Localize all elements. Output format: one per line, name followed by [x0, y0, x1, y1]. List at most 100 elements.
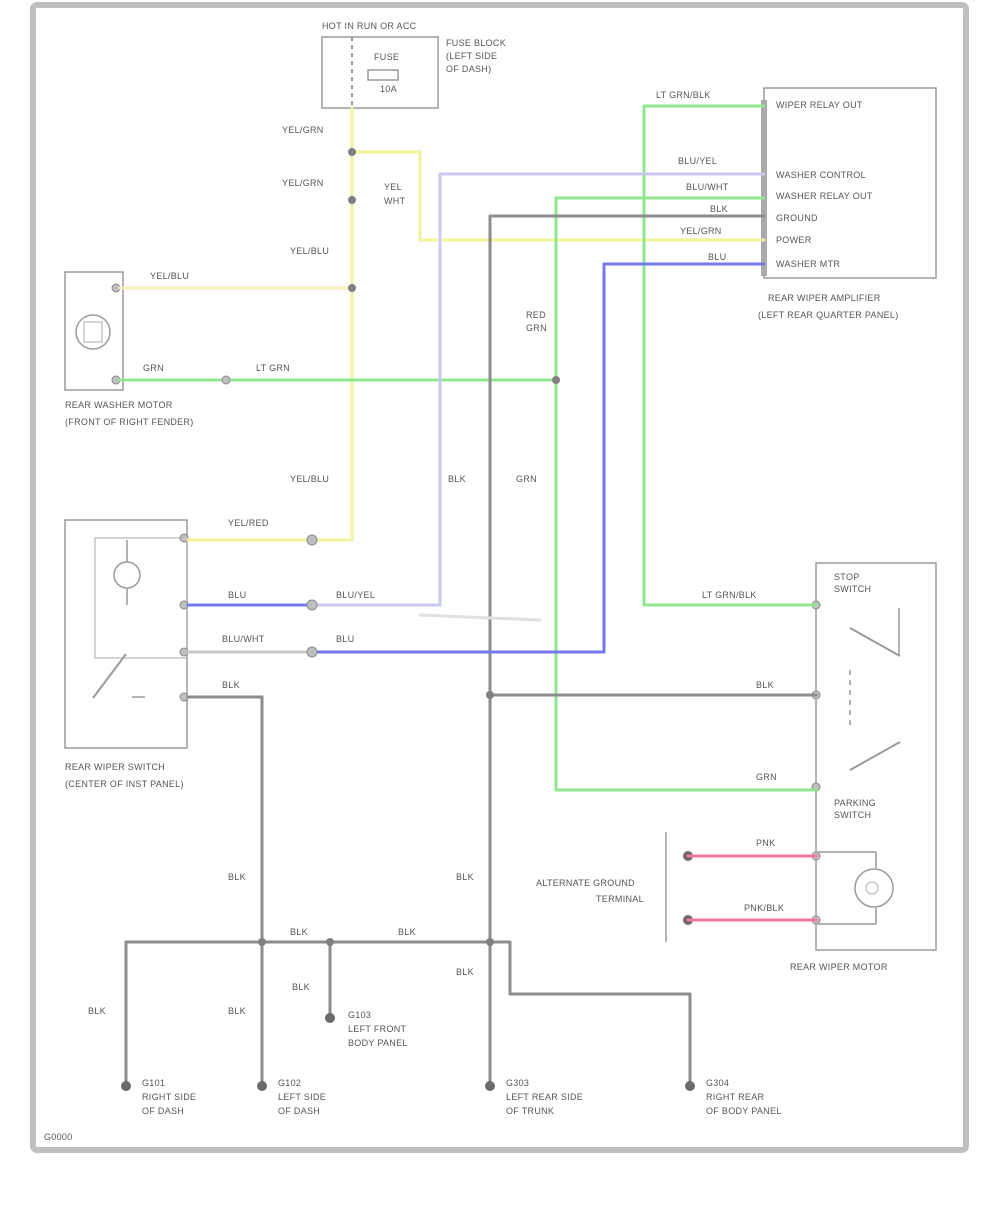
- wiper-switch-caption-1: REAR WIPER SWITCH: [65, 762, 165, 772]
- ground-g101-line1: RIGHT SIDE: [142, 1092, 196, 1102]
- diagram-frame: [30, 2, 969, 1153]
- wl-blk-sw: BLK: [222, 680, 240, 690]
- fuse-label: FUSE: [374, 52, 399, 62]
- wl-yel-split2: WHT: [384, 196, 406, 206]
- amp-terminal-3: WASHER RELAY OUT: [776, 191, 873, 201]
- splice-ground-2: [326, 938, 334, 946]
- wire-green-vertical: [554, 196, 818, 792]
- wl-amp-t6: BLU: [708, 252, 726, 262]
- ground-g303-id: G303: [506, 1078, 529, 1088]
- washer-motor-caption-2: (FRONT OF RIGHT FENDER): [65, 417, 194, 427]
- amp-terminal-4: GROUND: [776, 213, 818, 223]
- wl-blk-g6: BLK: [292, 982, 310, 992]
- wire-lightgreen-relay: [642, 104, 818, 607]
- wl-blk-g1: BLK: [228, 872, 246, 882]
- splice-ground-1: [258, 938, 266, 946]
- fuse-block-header: HOT IN RUN OR ACC: [322, 21, 417, 31]
- fuse-amperage: 10A: [380, 84, 397, 94]
- wl-amp-t2: BLU/YEL: [678, 156, 717, 166]
- ground-g304-line2: OF BODY PANEL: [706, 1106, 782, 1116]
- stop-switch-label-1: STOP: [834, 572, 860, 582]
- amp-terminal-2: WASHER CONTROL: [776, 170, 866, 180]
- ground-g103-id: G103: [348, 1010, 371, 1020]
- wl-amp-t4: BLK: [710, 204, 728, 214]
- wl-motor-t4: PNK: [756, 838, 775, 848]
- wl-amp-t1: LT GRN/BLK: [656, 90, 711, 100]
- alt-ground-label-1: ALTERNATE GROUND: [536, 878, 635, 888]
- ground-g303-line2: OF TRUNK: [506, 1106, 554, 1116]
- stop-switch-label-2: SWITCH: [834, 584, 871, 594]
- ground-g103-line1: LEFT FRONT: [348, 1024, 407, 1034]
- wl-yel-mid: YEL/GRN: [282, 178, 324, 188]
- wl-blk-g5: BLK: [456, 967, 474, 977]
- splice-ground-3: [486, 938, 494, 946]
- splice-black-motor: [486, 691, 494, 699]
- fuse-block: HOT IN RUN OR ACC FUSE 10A FUSE BLOCK (L…: [321, 21, 506, 109]
- splice-yellow-3: [348, 284, 356, 292]
- alternate-ground-terminal: ALTERNATE GROUND TERMINAL: [536, 832, 693, 942]
- rear-wiper-switch: REAR WIPER SWITCH (CENTER OF INST PANEL): [64, 519, 189, 789]
- wire-black-switch: [186, 695, 264, 1084]
- wire-ground-bus: [124, 940, 692, 1084]
- ground-g102: G102 LEFT SIDE OF DASH: [257, 1078, 326, 1116]
- amp-terminal-5: POWER: [776, 235, 812, 245]
- amp-terminal-1: WIPER RELAY OUT: [776, 100, 863, 110]
- wl-blu-sw3: BLU: [336, 634, 354, 644]
- wl-blu-sw: BLU: [228, 590, 246, 600]
- wl-grn-v1: GRN: [516, 474, 537, 484]
- wl-blk-sw2: BLU/WHT: [222, 634, 265, 644]
- ground-g303-line1: LEFT REAR SIDE: [506, 1092, 583, 1102]
- wire-blue-switch-2: [316, 262, 766, 654]
- wl-yel-split: YEL: [384, 182, 402, 192]
- wl-blk-v1: BLK: [448, 474, 466, 484]
- alt-ground-label-2: TERMINAL: [596, 894, 644, 904]
- wl-red-v: RED: [526, 310, 546, 320]
- ground-g101-line2: OF DASH: [142, 1106, 184, 1116]
- wl-blk-g2: BLK: [456, 872, 474, 882]
- wl-grn-washer2: LT GRN: [256, 363, 290, 373]
- wl-yel-top: YEL/GRN: [282, 125, 324, 135]
- wl-yel-sw: YEL/RED: [228, 518, 269, 528]
- wl-motor-t3: GRN: [756, 772, 777, 782]
- ground-g102-line2: OF DASH: [278, 1106, 320, 1116]
- splice-green: [552, 376, 560, 384]
- wl-yel-bot: YEL/BLU: [290, 474, 329, 484]
- wl-blk-g3: BLK: [290, 927, 308, 937]
- connector-green: [221, 375, 231, 385]
- connector-blue-2: [306, 646, 318, 658]
- wl-blk-g7: BLK: [88, 1006, 106, 1016]
- ground-g101-id: G101: [142, 1078, 165, 1088]
- wire-yellow-to-amp: [350, 150, 766, 242]
- ground-g103-line2: BODY PANEL: [348, 1038, 408, 1048]
- splice-yellow-1: [348, 148, 356, 156]
- ground-g102-id: G102: [278, 1078, 301, 1088]
- wl-motor-t1: LT GRN/BLK: [702, 590, 757, 600]
- fuse-block-desc-3: OF DASH): [446, 64, 491, 74]
- connector-blue: [306, 599, 318, 611]
- wire-yellow-trunk: [186, 106, 354, 542]
- ground-g103: G103 LEFT FRONT BODY PANEL: [348, 1010, 408, 1048]
- wire-black-ground-amp: [488, 214, 766, 1084]
- ground-g102-line1: LEFT SIDE: [278, 1092, 326, 1102]
- wl-amp-t3: BLU/WHT: [686, 182, 729, 192]
- amp-caption-1: REAR WIPER AMPLIFIER: [768, 293, 881, 303]
- ground-g304-line1: RIGHT REAR: [706, 1092, 765, 1102]
- wl-red-v2: GRN: [526, 323, 547, 333]
- wl-motor-t2: BLK: [756, 680, 774, 690]
- wl-blk-g8: BLK: [228, 1006, 246, 1016]
- wl-yel-low: YEL/BLU: [290, 246, 329, 256]
- rear-washer-motor: REAR WASHER MOTOR (FRONT OF RIGHT FENDER…: [64, 271, 194, 427]
- splice-yellow-2: [348, 196, 356, 204]
- wl-blk-g4: BLK: [398, 927, 416, 937]
- washer-motor-caption-1: REAR WASHER MOTOR: [65, 400, 173, 410]
- amp-caption-2: (LEFT REAR QUARTER PANEL): [758, 310, 899, 320]
- wl-grn-washer: GRN: [143, 363, 164, 373]
- connector-yellow: [306, 534, 318, 546]
- rear-wiper-amplifier: WIPER RELAY OUT WASHER CONTROL WASHER RE…: [758, 87, 937, 320]
- wl-amp-t5: YEL/GRN: [680, 226, 722, 236]
- ground-g304: G304 RIGHT REAR OF BODY PANEL: [685, 1078, 782, 1116]
- wl-yel-washer: YEL/BLU: [150, 271, 189, 281]
- ground-g101: G101 RIGHT SIDE OF DASH: [121, 1078, 196, 1116]
- amp-terminal-6: WASHER MTR: [776, 259, 840, 269]
